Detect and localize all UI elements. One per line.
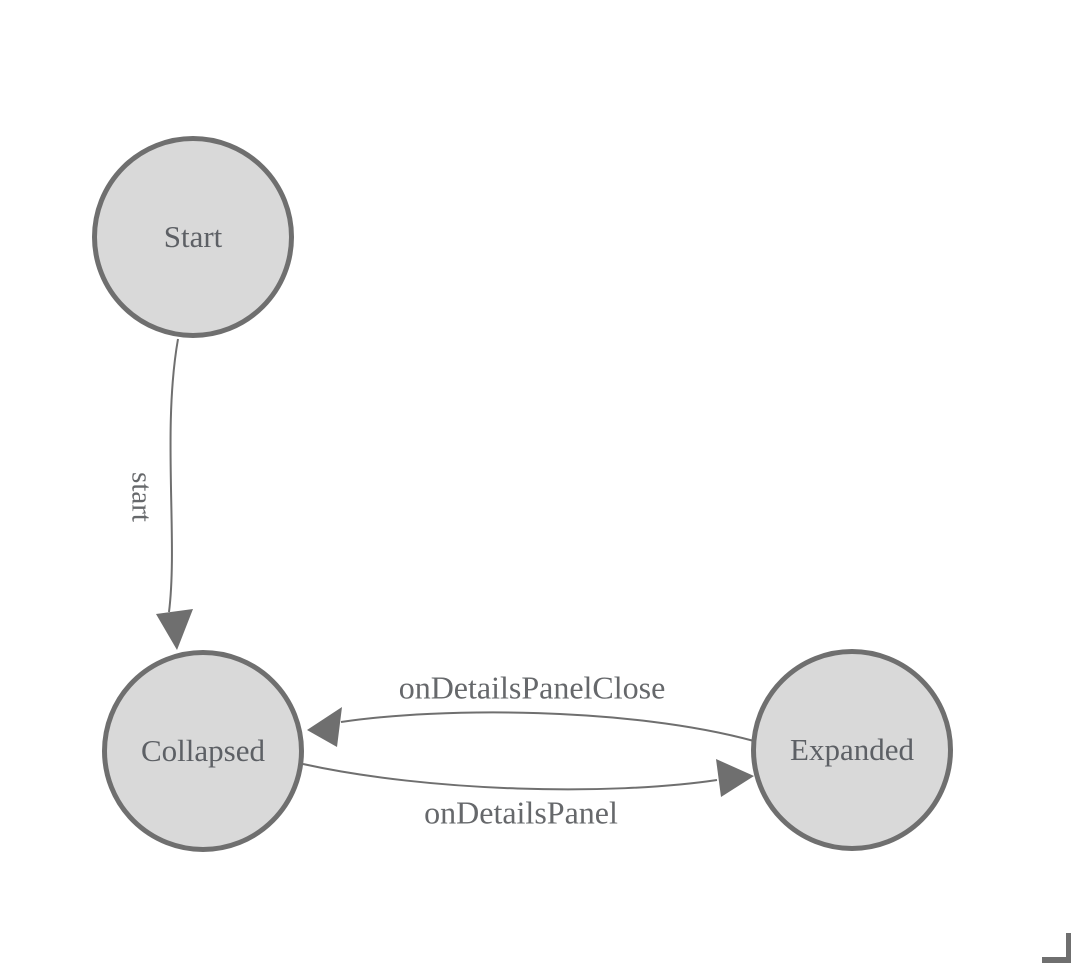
state-node-expanded-label: Expanded	[790, 732, 914, 767]
edge-label-onDetailsPanel: onDetailsPanel	[424, 794, 618, 831]
vertical-scrollbar-thumb[interactable]	[1066, 933, 1071, 963]
edge-line-onDetailsPanel	[302, 763, 718, 791]
horizontal-scrollbar-thumb[interactable]	[1042, 957, 1071, 963]
edge-arrowhead-onDetailsPanel	[716, 759, 754, 797]
state-node-expanded: Expanded	[751, 649, 953, 851]
edge-label-onDetailsPanelClose: onDetailsPanelClose	[398, 669, 666, 706]
state-node-start: Start	[92, 136, 294, 338]
state-node-collapsed: Collapsed	[102, 650, 304, 852]
edge-line-start	[168, 338, 179, 613]
edge-arrowhead-start	[156, 609, 193, 650]
state-node-collapsed-label: Collapsed	[141, 733, 265, 768]
edge-arrowhead-onDetailsPanelClose	[307, 707, 342, 747]
edge-label-start: start	[125, 472, 158, 522]
state-node-start-label: Start	[163, 219, 223, 254]
edge-line-onDetailsPanelClose	[340, 711, 755, 742]
